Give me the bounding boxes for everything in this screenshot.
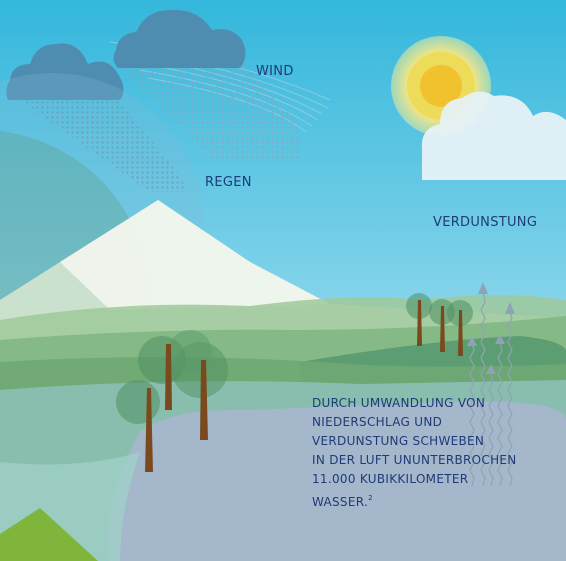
cloud-light-icon	[421, 91, 566, 180]
rain-cloud-icon	[113, 9, 246, 68]
fact-line: WASSER.	[312, 495, 369, 509]
lake	[108, 401, 566, 561]
label-wind: WIND	[256, 64, 294, 79]
fact-line: NIEDERSCHLAG UND	[312, 415, 443, 429]
footnote-marker: 2	[368, 494, 373, 502]
foreground-hill	[0, 508, 98, 561]
label-rain: REGEN	[205, 175, 252, 190]
fact-line: 11.000 KUBIKKILOMETER	[312, 472, 469, 486]
rain-dots	[120, 62, 302, 160]
evaporation-arrows	[469, 291, 513, 487]
fact-line: VERDUNSTUNG SCHWEBEN	[312, 434, 485, 448]
fact-line-last: WASSER.2	[312, 489, 517, 512]
label-evaporation: VERDUNSTUNG	[433, 215, 538, 230]
mountain-snow	[60, 200, 330, 310]
fact-line: IN DER LUFT UNUNTERBROCHEN	[312, 453, 517, 467]
tree-group-left	[116, 330, 228, 472]
rain-cloud-icon	[6, 43, 124, 100]
tree-group-right	[406, 293, 473, 356]
arrowhead-icon	[467, 282, 515, 374]
rain-dots	[14, 92, 188, 192]
fact-line: DURCH UMWANDLUNG VON	[312, 396, 486, 410]
fact-text: DURCH UMWANDLUNG VON NIEDERSCHLAG UND VE…	[312, 394, 517, 512]
